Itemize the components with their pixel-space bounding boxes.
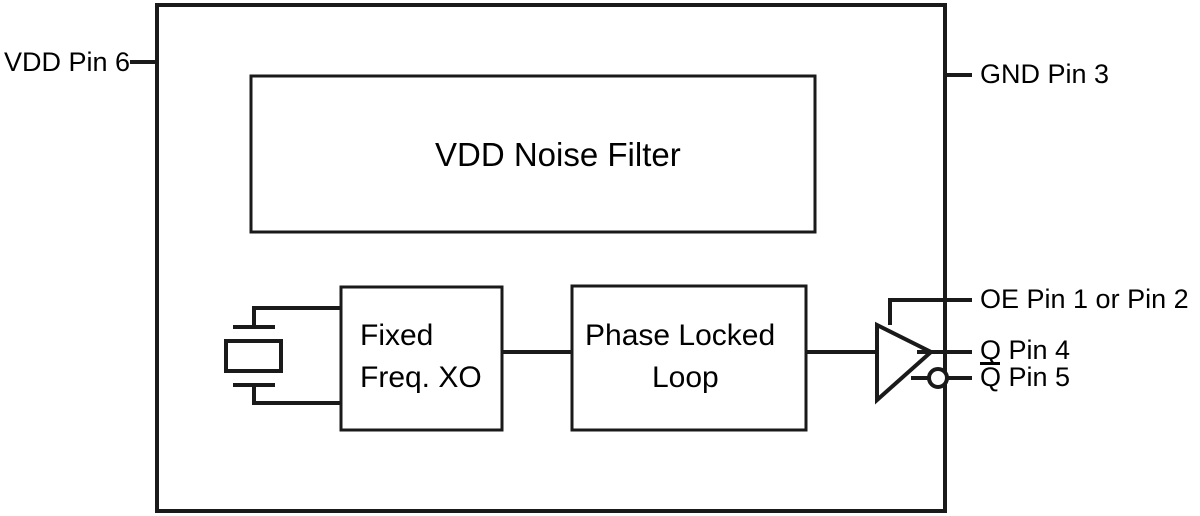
output-buffer-triangle: [875, 321, 935, 405]
block-label-phase-locked-loop-line1: Phase Locked: [585, 319, 776, 352]
pin-label-qbar: Q Pin 5: [980, 362, 1071, 392]
pin-label-gnd: GND Pin 3: [980, 59, 1110, 89]
oe-pin-lead: [888, 298, 972, 325]
pin-label-oe: OE Pin 1 or Pin 2: [980, 284, 1189, 314]
pin-label-vdd: VDD Pin 6: [4, 47, 131, 77]
qbar-overline-glyph: Q: [980, 362, 1002, 392]
block-label-fixed-freq-xo-line2: Freq. XO: [360, 361, 482, 394]
block-label-phase-locked-loop-line2: Loop: [652, 361, 719, 394]
pin-label-q: Q Pin 4: [980, 335, 1071, 365]
block-label-vdd-noise-filter: VDD Noise Filter: [435, 136, 681, 173]
qbar-pin-text: Pin 5: [1001, 362, 1071, 392]
fixed-freq-xo-block: [339, 285, 504, 432]
quartz-crystal-body: [224, 339, 283, 373]
inverted-output-bubble: [927, 367, 949, 389]
block-label-fixed-freq-xo-line1: Fixed: [360, 319, 434, 352]
crystal-bottom-lead: [252, 385, 341, 405]
crystal-top-lead: [252, 306, 341, 327]
phase-locked-loop-block: [570, 284, 808, 432]
vdd-noise-filter-block: [249, 74, 817, 234]
